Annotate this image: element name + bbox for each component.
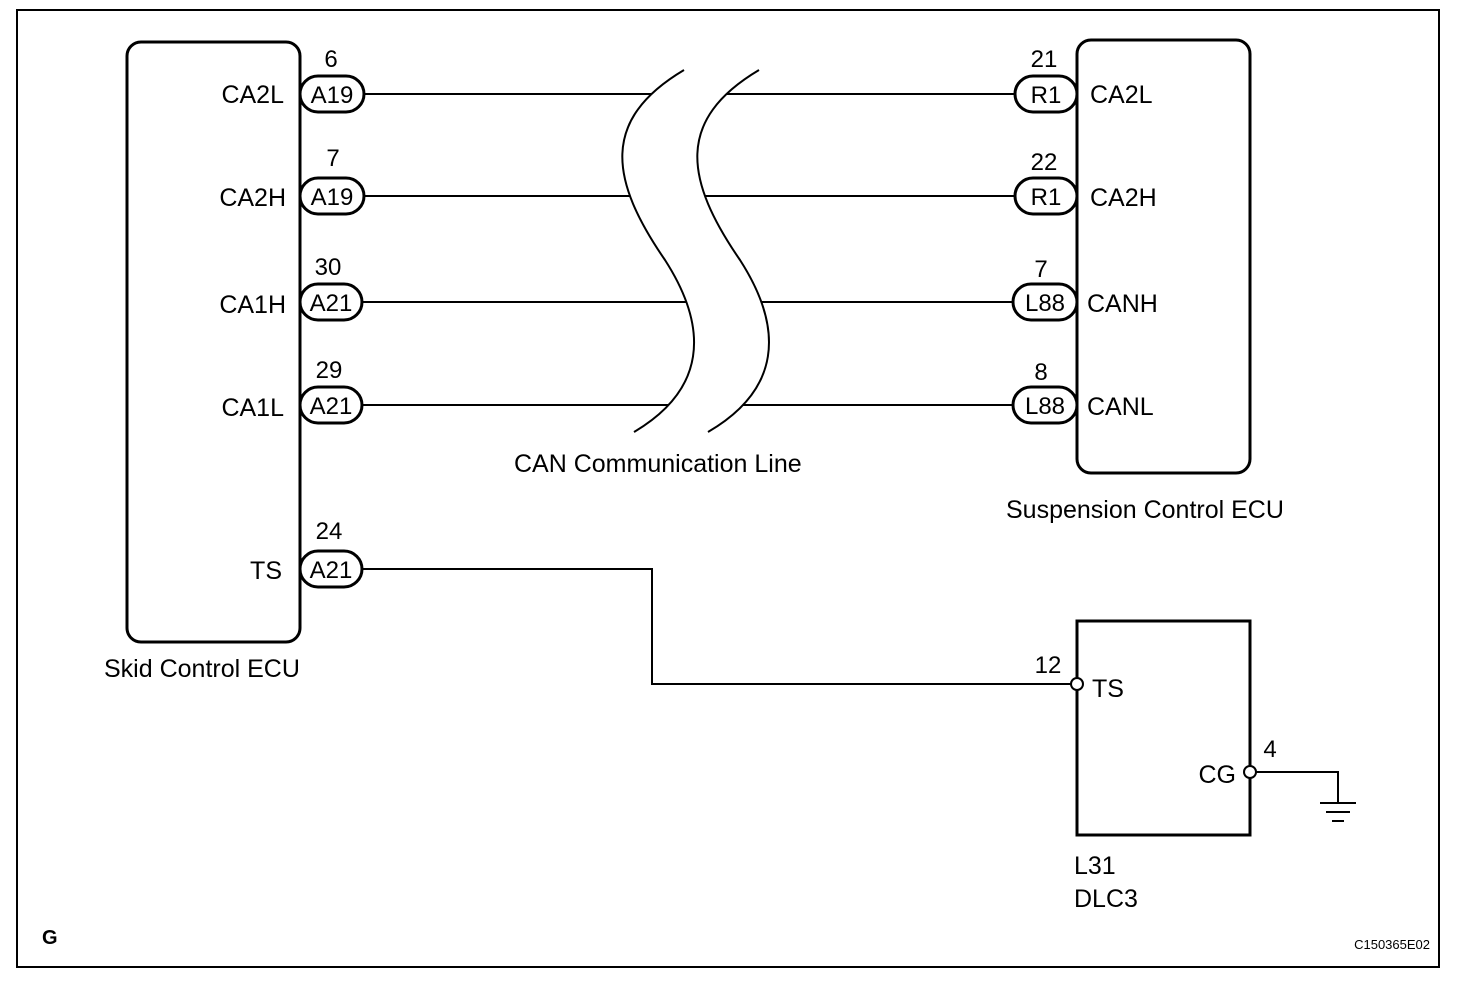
dlc3-terminal-cg (1243, 765, 1257, 779)
svg-text:L88: L88 (1025, 290, 1065, 317)
connector-pill: R1 (1013, 74, 1079, 114)
dlc3-terminal-label: TS (1092, 675, 1124, 703)
wire-ts (362, 568, 1071, 685)
skid-terminal-label: CA2H (219, 184, 286, 212)
skid-pin-number: 29 (316, 357, 343, 384)
svg-text:A21: A21 (310, 393, 353, 420)
skid-terminal-label: TS (250, 557, 282, 585)
suspension-terminal-label: CANL (1087, 393, 1154, 421)
suspension-terminal-label: CA2L (1090, 81, 1153, 109)
connector-pill: A21 (298, 385, 364, 425)
dlc3-name: DLC3 (1074, 885, 1138, 913)
skid-terminal-label: CA2L (221, 81, 284, 109)
skid-control-ecu: CA2L CA2H CA1H CA1L TS 6 7 30 29 24 A19 … (104, 40, 366, 683)
suspension-terminal-label: CANH (1087, 290, 1158, 318)
can-line-label: CAN Communication Line (514, 450, 802, 478)
dlc3-terminal-ts (1070, 677, 1084, 691)
dlc3-pin-number: 4 (1263, 736, 1276, 763)
suspension-ecu-box (1075, 38, 1252, 475)
connector-pill: L88 (1011, 282, 1079, 322)
connector-pill: R1 (1013, 176, 1079, 216)
skid-ecu-name: Skid Control ECU (104, 655, 300, 683)
wire-cg-ground (1256, 771, 1339, 802)
skid-pin-number: 24 (316, 518, 343, 545)
dlc3-connector: 12 TS 4 CG L31 DLC3 (1035, 619, 1277, 913)
ground-icon (1320, 802, 1356, 822)
connector-pill: L88 (1011, 385, 1079, 425)
skid-pin-number: 30 (315, 254, 342, 281)
svg-text:R1: R1 (1031, 184, 1062, 211)
suspension-pin-number: 21 (1031, 46, 1058, 73)
connector-pill: A21 (298, 549, 364, 589)
connector-pill: A19 (298, 74, 366, 114)
line-break-symbol (621, 69, 770, 433)
connector-pill: A21 (298, 282, 364, 322)
dlc3-box (1075, 619, 1252, 837)
connector-pill: A19 (298, 176, 366, 216)
corner-mark: G (42, 927, 58, 949)
skid-terminal-label: CA1H (219, 291, 286, 319)
dlc3-terminal-label: CG (1199, 761, 1237, 789)
svg-text:A19: A19 (311, 82, 354, 109)
suspension-pin-number: 8 (1034, 359, 1047, 386)
svg-text:A21: A21 (310, 557, 353, 584)
svg-text:A19: A19 (311, 184, 354, 211)
dlc3-connector-code: L31 (1074, 852, 1116, 880)
suspension-pin-number: 7 (1034, 256, 1047, 283)
dlc3-pin-number: 12 (1035, 652, 1062, 679)
skid-pin-number: 7 (326, 145, 339, 172)
suspension-control-ecu: 21 22 7 8 R1 R1 L88 L88 CA2L CA2H CANH C… (1006, 38, 1284, 524)
svg-text:A21: A21 (310, 290, 353, 317)
suspension-pin-number: 22 (1031, 149, 1058, 176)
figure-code: C150365E02 (1354, 937, 1430, 952)
svg-text:R1: R1 (1031, 82, 1062, 109)
suspension-ecu-name: Suspension Control ECU (1006, 496, 1284, 524)
skid-pin-number: 6 (324, 46, 337, 73)
diagram-frame (16, 9, 1440, 968)
suspension-terminal-label: CA2H (1090, 184, 1157, 212)
skid-terminal-label: CA1L (221, 394, 284, 422)
skid-ecu-box (125, 40, 302, 644)
svg-text:L88: L88 (1025, 393, 1065, 420)
